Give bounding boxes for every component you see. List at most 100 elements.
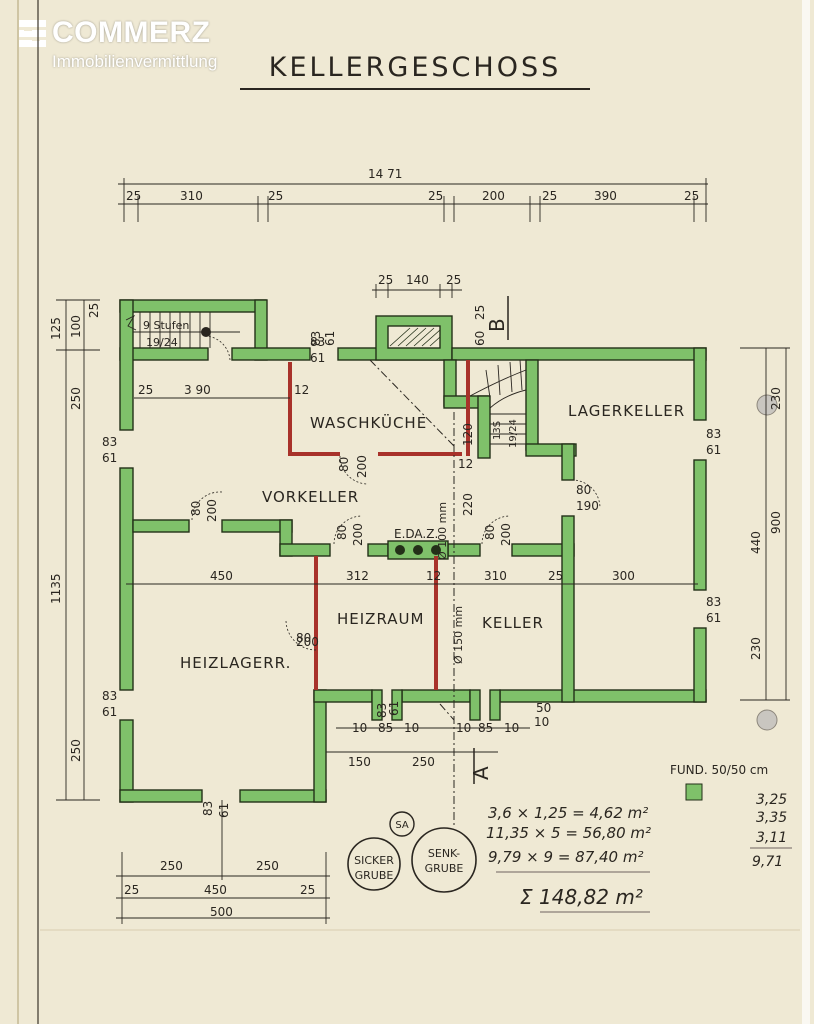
dim-inner-44: 61 <box>323 331 337 346</box>
dim-right-5: 440 <box>749 531 763 554</box>
dim-left-6: 61 <box>102 451 117 465</box>
calc-line-2: 11,35 × 5 = 56,80 m² <box>486 824 651 842</box>
dim-inner-43: 83 <box>309 331 323 346</box>
senkgrube-line1: SENK- <box>428 847 460 860</box>
plan-title: KELLERGESCHOSS <box>268 52 562 83</box>
senkgrube-line2: GRUBE <box>425 862 464 875</box>
dim-bottom-2: 250 <box>256 859 279 873</box>
dim-inner-36: 250 <box>412 755 435 769</box>
outer-walls <box>119 299 707 803</box>
side-calc-total: 9,71 <box>752 854 783 870</box>
dim-inner-32: 10 <box>504 721 519 735</box>
dim-left-2: 100 <box>69 315 83 338</box>
dim-right-4: 900 <box>769 511 783 534</box>
calc-total: Σ 148,82 m² <box>520 885 643 909</box>
dim-inner-42: 25 <box>473 305 487 320</box>
dim-inner-10: 200 <box>351 523 365 546</box>
dim-inner-6: 200 <box>355 455 369 478</box>
fund-swatch <box>685 783 703 801</box>
pipe-150-label: Ø 150 mm <box>452 606 465 664</box>
dim-stair-1: 25 <box>378 273 393 287</box>
sickergrube-circle <box>347 837 401 891</box>
dim-inner-7: 80 <box>189 501 203 516</box>
dim-inner-30: 10 <box>456 721 471 735</box>
commerz-s-icon <box>18 20 46 47</box>
flue-1 <box>395 545 405 555</box>
drain-pipes <box>369 359 455 826</box>
logo-wordmark: COMMERZ <box>52 16 211 49</box>
dim-top-7: 390 <box>594 189 617 203</box>
dim-right-6: 83 <box>706 595 721 609</box>
dim-inner-3: 12 <box>294 383 309 397</box>
dim-inner-15: 80 <box>296 631 311 645</box>
fund-label: FUND. 50/50 cm <box>670 763 768 777</box>
title-underline <box>240 88 590 90</box>
stair-second-size: 19/24 <box>508 419 519 448</box>
dim-inner-41: 60 <box>473 331 487 346</box>
chimney-hatch <box>389 327 441 347</box>
dim-inner-31: 85 <box>478 721 493 735</box>
stair-main-size: 19/24 <box>146 336 178 349</box>
dim-right-1: 230 <box>769 387 783 410</box>
dim-inner-13: 80 <box>483 525 497 540</box>
flue-2 <box>413 545 423 555</box>
room-waschkueche: WASCHKÜCHE <box>310 413 427 432</box>
dim-top-4: 25 <box>428 189 443 203</box>
dimension-texts: 14 71 25 310 25 25 200 25 390 25 25 140 … <box>49 167 783 919</box>
dim-bottom-3: 25 <box>124 883 139 897</box>
room-heizlager: HEIZLAGERR. <box>180 654 291 672</box>
dim-right-3: 61 <box>706 443 721 457</box>
dim-stair-2: 140 <box>406 273 429 287</box>
punch-hole-top <box>756 394 778 416</box>
sickergrube-line2: GRUBE <box>355 869 394 882</box>
stair-spiral <box>469 359 527 445</box>
dim-left-9: 61 <box>102 705 117 719</box>
dim-top-3: 25 <box>268 189 283 203</box>
dim-inner-12: 190 <box>576 499 599 513</box>
dim-bottom-5: 25 <box>300 883 315 897</box>
eda-label: E.DA.Z. <box>394 527 438 541</box>
room-lagerkeller: LAGERKELLER <box>568 402 685 420</box>
dim-left-8: 83 <box>102 689 117 703</box>
flue-3 <box>431 545 441 555</box>
dim-inner-38: 61 <box>387 701 401 716</box>
dim-inner-1: 25 <box>138 383 153 397</box>
dim-top-1: 25 <box>126 189 141 203</box>
dim-left-4: 250 <box>69 387 83 410</box>
dim-inner-40: 120 <box>461 423 475 446</box>
pipe-100-label: Ø 100 mm <box>436 502 449 560</box>
calc-line-3: 9,79 × 9 = 87,40 m² <box>488 848 644 866</box>
dim-left-10: 250 <box>69 739 83 762</box>
dim-inner-22: 300 <box>612 569 635 583</box>
dim-inner-19: 12 <box>426 569 441 583</box>
inner-partitions <box>288 360 470 690</box>
room-vorkeller: VORKELLER <box>262 488 359 506</box>
logo-subtitle: Immobilienvermittlung <box>52 52 218 71</box>
side-calc-2: 3,35 <box>756 810 787 826</box>
dim-bottom-4: 450 <box>204 883 227 897</box>
dim-inner-2: 3 90 <box>184 383 211 397</box>
dim-inner-11: 80 <box>576 483 591 497</box>
sa-label: SA <box>395 820 409 831</box>
side-calc-3: 3,11 <box>756 830 787 846</box>
dim-inner-25: 83 <box>201 801 215 816</box>
stair-main-steps: 9 Stufen <box>143 319 189 332</box>
room-keller: KELLER <box>482 614 544 632</box>
dim-inner-8: 200 <box>205 499 219 522</box>
stair-main <box>125 312 240 348</box>
dim-inner-20: 310 <box>484 569 507 583</box>
dim-inner-4: 12 <box>458 457 473 471</box>
punch-hole-bottom <box>756 709 778 731</box>
dim-top-8: 25 <box>684 189 699 203</box>
dimension-lines <box>56 178 790 924</box>
dim-top-6: 25 <box>542 189 557 203</box>
dim-inner-24: 61 <box>310 351 325 365</box>
sa-circle <box>389 811 415 837</box>
dim-inner-21: 25 <box>548 569 563 583</box>
dim-right-8: 230 <box>749 637 763 660</box>
dim-inner-23: 83 <box>310 335 325 349</box>
dim-inner-37: 83 <box>375 703 389 718</box>
sickergrube-line1: SICKER <box>354 854 394 867</box>
